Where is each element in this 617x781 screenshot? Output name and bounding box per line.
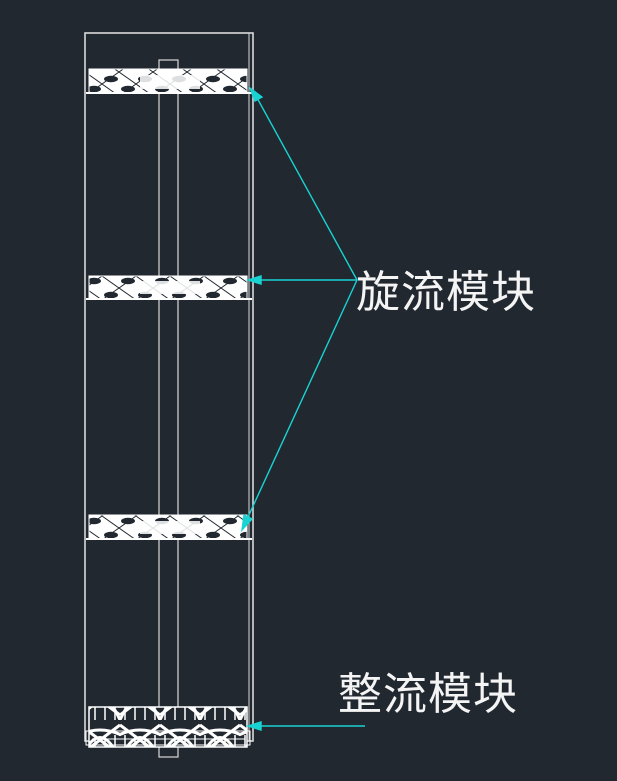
swirl-module-label: 旋流模块 [356,267,536,318]
leader-lines-swirl [241,85,358,533]
arrowhead-icon [248,85,264,103]
straightening-module [85,706,251,748]
swirl-module-3 [86,514,252,540]
arrowhead-icon [241,513,254,533]
straightening-module-label: 整流模块 [338,669,518,720]
swirl-module-2 [86,275,252,300]
outer-housing [84,32,254,742]
swirl-module-1 [86,68,252,94]
arrowhead-icon [245,275,262,285]
leader-line-straightening [245,721,365,731]
central-shaft [158,59,179,758]
arrowhead-icon [245,721,262,731]
